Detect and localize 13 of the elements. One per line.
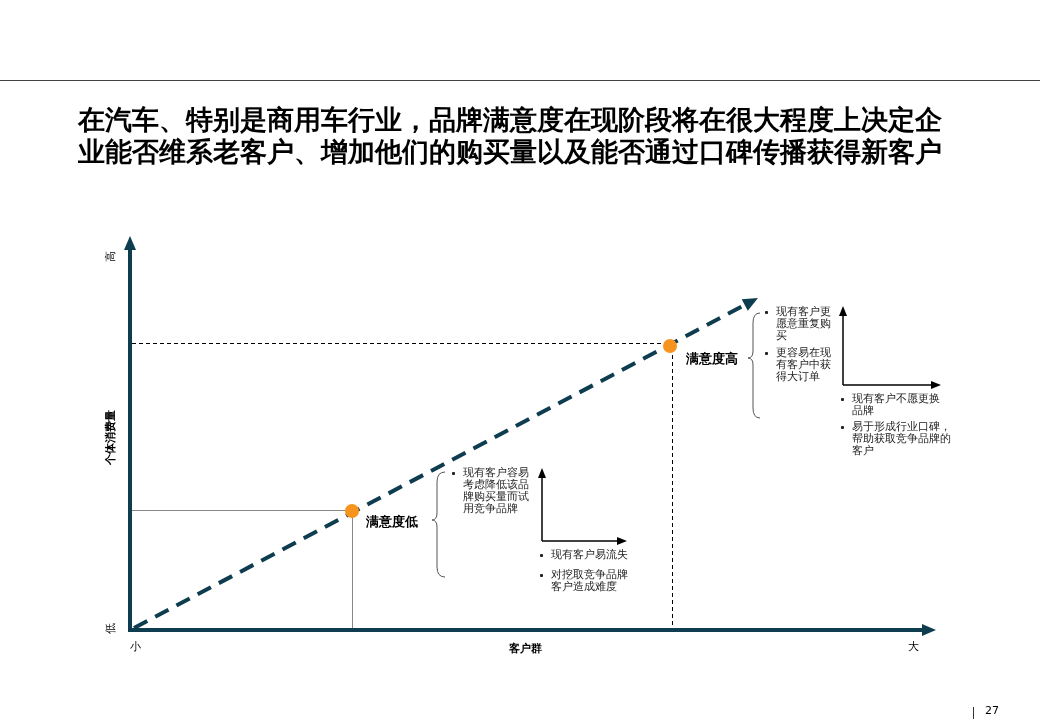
axis-label: 低 (103, 622, 117, 634)
bullet-text: 更容易在现有客户中获得大订单 (762, 347, 834, 383)
point-label: 满意度低 (366, 514, 418, 530)
axis-label: 大 (908, 640, 919, 653)
axis-title: 客户群 (508, 642, 542, 655)
page-number: 27 (985, 704, 999, 717)
title: 在汽车、特别是商用车行业，品牌满意度在现阶段将在很大程度上决定企业能否维系老客户、增加他们的购买量以及能否通过口碑传播获得新客户 (78, 104, 943, 168)
bullet-text: 现有客户更愿意重复购买 (762, 306, 834, 342)
axis-label: 小 (130, 640, 141, 653)
axis-title: 个体消费量 (103, 409, 117, 465)
point-label: 满意度高 (686, 351, 738, 367)
axis-label: 高 (103, 250, 117, 262)
bullet-text: 现有客户容易考虑降低该品牌购买量而试用竞争品牌 (449, 467, 531, 515)
